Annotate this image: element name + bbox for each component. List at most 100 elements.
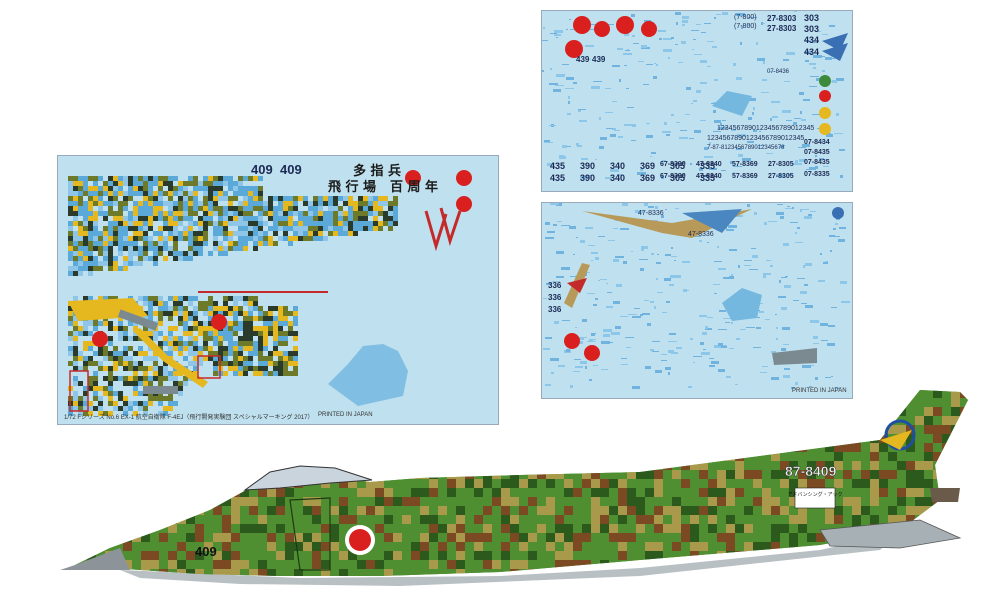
stencil-decal	[556, 251, 563, 254]
camo-pixel	[248, 236, 253, 241]
camo-pixel	[258, 425, 267, 434]
camo-pixel	[519, 390, 528, 398]
camo-pixel	[438, 551, 447, 560]
camo-pixel	[68, 231, 73, 236]
camo-pixel	[321, 542, 330, 551]
camo-pixel	[378, 201, 383, 206]
camo-pixel	[96, 434, 105, 443]
camo-pixel	[591, 434, 600, 443]
camo-pixel	[273, 341, 278, 346]
camo-pixel	[339, 452, 348, 461]
camo-pixel	[555, 461, 564, 470]
camo-pixel	[253, 231, 258, 236]
camo-pixel	[564, 390, 573, 398]
camo-pixel	[816, 524, 825, 533]
camo-pixel	[807, 398, 816, 407]
stencil-decal	[756, 42, 758, 45]
camo-pixel	[98, 201, 103, 206]
camo-pixel	[852, 470, 861, 479]
camo-pixel	[78, 251, 83, 256]
camo-pixel	[258, 326, 263, 331]
sheet-footer-made: PRINTED IN JAPAN	[318, 412, 373, 418]
camo-pixel	[348, 231, 353, 236]
camo-pixel	[618, 425, 627, 434]
camo-pixel	[726, 479, 735, 488]
camo-pixel	[834, 390, 843, 398]
camo-pixel	[384, 443, 393, 452]
camo-pixel	[285, 434, 294, 443]
camo-pixel	[353, 206, 358, 211]
stencil-decal	[612, 128, 616, 130]
camo-pixel	[789, 443, 798, 452]
camo-pixel	[492, 425, 501, 434]
camo-pixel	[233, 246, 238, 251]
camo-pixel	[173, 301, 178, 306]
camo-pixel	[915, 551, 924, 560]
camo-pixel	[188, 196, 193, 201]
camo-pixel	[267, 506, 276, 515]
camo-pixel	[168, 470, 177, 479]
camo-pixel	[178, 206, 183, 211]
camo-pixel	[143, 366, 148, 371]
camo-pixel	[173, 376, 178, 381]
camo-pixel	[654, 515, 663, 524]
camo-pixel	[105, 390, 114, 398]
camo-pixel	[223, 221, 228, 226]
camo-pixel	[897, 587, 906, 596]
camo-pixel	[402, 488, 411, 497]
stencil-decal	[717, 246, 719, 248]
camo-pixel	[519, 416, 528, 425]
camo-pixel	[456, 461, 465, 470]
camo-pixel	[492, 479, 501, 488]
camo-pixel	[825, 407, 834, 416]
camo-pixel	[195, 524, 204, 533]
stencil-decal	[606, 24, 614, 25]
camo-pixel	[969, 578, 978, 587]
camo-pixel	[870, 470, 879, 479]
camo-pixel	[222, 452, 231, 461]
camo-pixel	[133, 226, 138, 231]
camo-pixel	[393, 560, 402, 569]
camo-pixel	[555, 560, 564, 569]
red-outline-decal	[197, 355, 221, 379]
camo-pixel	[168, 390, 177, 398]
camo-pixel	[103, 181, 108, 186]
camo-pixel	[183, 186, 188, 191]
camo-pixel	[358, 206, 363, 211]
stencil-decal	[721, 170, 726, 171]
camo-pixel	[528, 515, 537, 524]
camo-pixel	[73, 346, 78, 351]
camo-pixel	[366, 488, 375, 497]
camo-pixel	[510, 560, 519, 569]
stencil-decal	[682, 24, 685, 26]
camo-pixel	[204, 425, 213, 434]
camo-pixel	[243, 316, 248, 321]
camo-pixel	[168, 206, 173, 211]
camo-pixel	[852, 452, 861, 461]
camo-pixel	[195, 515, 204, 524]
camo-pixel	[188, 201, 193, 206]
camo-pixel	[897, 425, 906, 434]
serial-decal: 07-8434	[804, 139, 830, 146]
camo-pixel	[333, 196, 338, 201]
camo-pixel	[240, 488, 249, 497]
camo-pixel	[663, 407, 672, 416]
camo-pixel	[93, 216, 98, 221]
camo-pixel	[168, 376, 173, 381]
serial-decal: 67-8390	[660, 161, 686, 168]
camo-pixel	[222, 515, 231, 524]
camo-pixel	[501, 488, 510, 497]
camo-pixel	[98, 246, 103, 251]
camo-pixel	[276, 434, 285, 443]
camo-pixel	[933, 461, 942, 470]
camo-pixel	[323, 211, 328, 216]
camo-pixel	[816, 515, 825, 524]
camo-pixel	[627, 524, 636, 533]
camo-pixel	[870, 434, 879, 443]
camo-pixel	[393, 390, 402, 398]
stencil-decal	[567, 146, 571, 147]
stencil-decal	[632, 124, 636, 127]
stencil-decal	[774, 15, 776, 18]
camo-pixel	[123, 425, 132, 434]
camo-pixel	[213, 398, 222, 407]
